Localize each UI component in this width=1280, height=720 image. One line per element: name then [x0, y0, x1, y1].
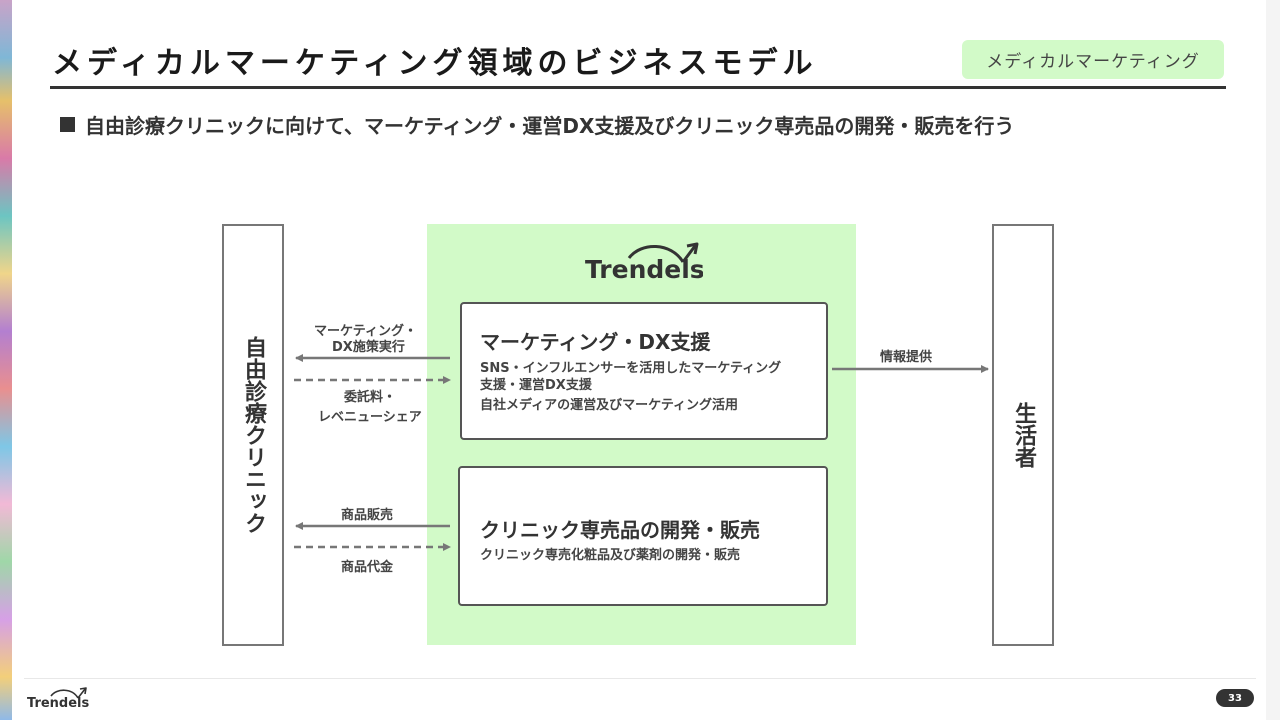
footer-logo-wordmark: Trendels — [27, 696, 90, 710]
clinic-label: 自由診療クリニック — [241, 336, 266, 534]
card-marketing-title: マーケティング・DX支援 — [480, 330, 711, 354]
trendels-logo-icon: Trendels — [585, 242, 703, 282]
label-fee-2: レベニューシェア — [318, 410, 422, 425]
label-product-payment: 商品代金 — [341, 560, 394, 575]
logo-wordmark: Trendels — [585, 255, 703, 282]
footer-logo-icon: Trendels — [27, 687, 90, 710]
decorative-left-strip — [0, 0, 12, 720]
card-products-line-1: クリニック専売化粧品及び薬剤の開発・販売 — [480, 548, 741, 563]
footer-divider — [24, 678, 1256, 679]
card-marketing-dx: マーケティング・DX支援 SNS・インフルエンサーを活用したマーケティング 支援… — [460, 302, 828, 440]
page-number: 33 — [1216, 689, 1254, 707]
card-marketing-line-1: SNS・インフルエンサーを活用したマーケティング — [480, 361, 782, 376]
title-divider — [50, 86, 1226, 89]
page-subtitle: 自由診療クリニックに向けて、マーケティング・運営DX支援及びクリニック専売品の開… — [60, 110, 1014, 139]
label-marketing-exec-2: DX施策実行 — [332, 340, 405, 355]
label-product-sales: 商品販売 — [341, 508, 394, 523]
subtitle-text: 自由診療クリニックに向けて、マーケティング・運営DX支援及びクリニック専売品の開… — [85, 114, 1015, 138]
decorative-right-strip — [1266, 0, 1280, 720]
card-marketing-line-2: 支援・運営DX支援 — [480, 378, 592, 393]
page-title: メディカルマーケティング領域のビジネスモデル — [52, 46, 818, 81]
label-info: 情報提供 — [880, 350, 933, 365]
clinic-box: 自由診療クリニック — [222, 224, 284, 646]
consumer-label: 生活者 — [1011, 402, 1036, 468]
section-tag: メディカルマーケティング — [962, 40, 1224, 79]
card-marketing-line-3: 自社メディアの運営及びマーケティング活用 — [480, 398, 739, 413]
label-fee-1: 委託料・ — [344, 390, 397, 405]
bullet-square-icon — [60, 117, 75, 132]
card-products-title: クリニック専売品の開発・販売 — [480, 518, 760, 542]
consumer-box: 生活者 — [992, 224, 1054, 646]
card-clinic-products: クリニック専売品の開発・販売 クリニック専売化粧品及び薬剤の開発・販売 — [458, 466, 828, 606]
label-marketing-exec-1: マーケティング・ — [314, 324, 417, 339]
